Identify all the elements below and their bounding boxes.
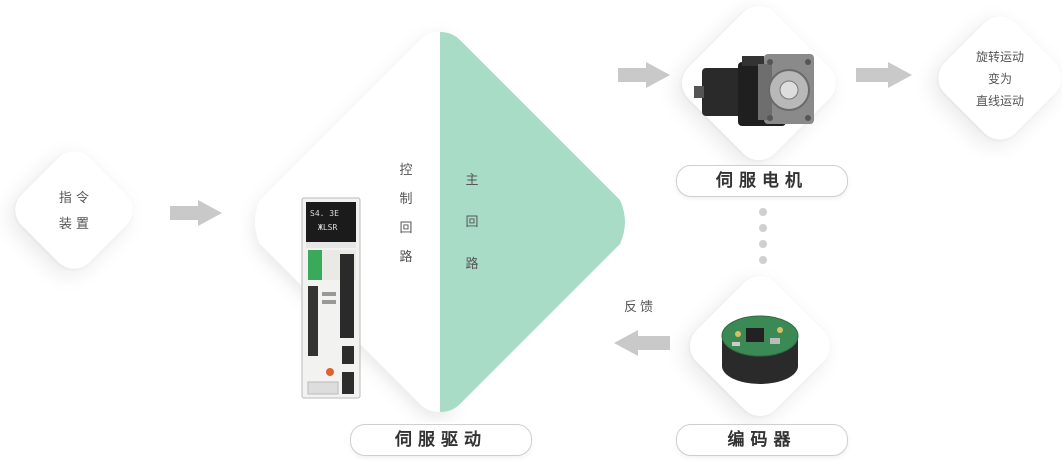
command-device-text: 指 令 装 置 <box>44 186 104 238</box>
linear-motion-line3: 直线运动 <box>975 94 1024 108</box>
feedback-label: 反馈 <box>624 300 657 315</box>
encoder-label: 编码器 <box>676 424 848 456</box>
control-circuit-label: 控 制 回 路 <box>399 163 413 265</box>
drive-display-row1: S4. 3E <box>310 209 339 218</box>
linear-motion-text: 旋转运动 变为 直线运动 <box>960 46 1040 112</box>
servo-drive-label: 伺服驱动 <box>350 424 532 456</box>
encoder-image <box>721 315 799 384</box>
command-device-line1: 指 令 <box>58 191 90 206</box>
servo-drive-image: S4. 3E ЖLSR <box>301 197 361 399</box>
servo-motor-label: 伺服电机 <box>676 165 848 197</box>
linear-motion-line1: 旋转运动 <box>975 50 1024 64</box>
command-device-line2: 装 置 <box>58 217 90 232</box>
servo-motor-image <box>694 54 814 126</box>
main-circuit-half <box>440 32 625 412</box>
linear-motion-line2: 变为 <box>987 72 1012 86</box>
main-circuit-label: 主 回 路 <box>465 173 479 272</box>
drive-display-row2: ЖLSR <box>318 223 337 232</box>
